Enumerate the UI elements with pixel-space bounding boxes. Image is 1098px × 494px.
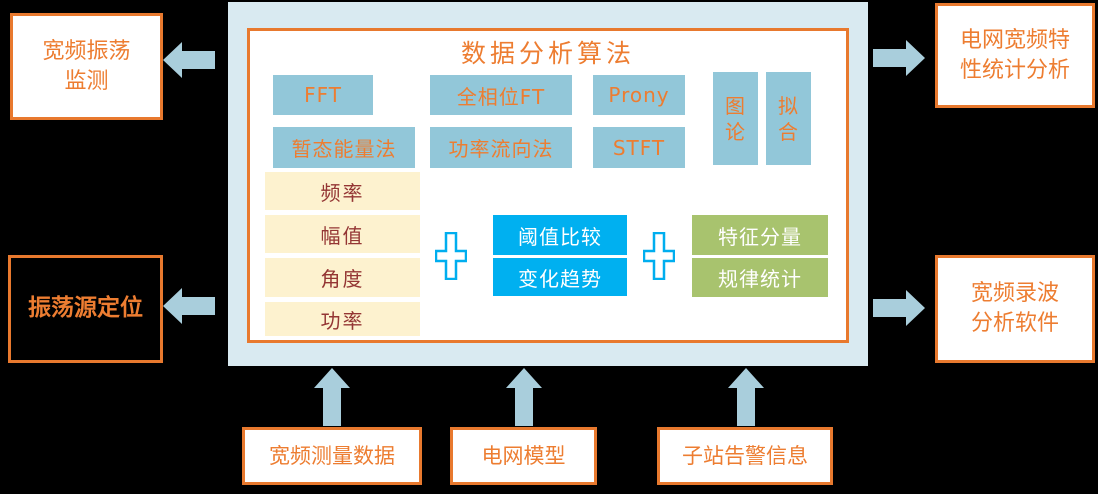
input-substation-alarm-info: 子站告警信息	[657, 427, 833, 485]
algo-box-stft: STFT	[593, 127, 685, 168]
arrow-left-icon	[163, 42, 215, 78]
arrow-right-icon	[873, 290, 925, 326]
step-change-trend: 变化趋势	[493, 258, 627, 296]
output-label: 宽频录波分析软件	[970, 281, 1059, 336]
quantity-frequency: 频率	[265, 172, 420, 210]
arrow-up-icon	[314, 368, 350, 426]
algo-box-apfft: 全相位FT	[430, 75, 572, 115]
step-threshold-compare: 阈值比较	[493, 215, 627, 255]
quantity-amplitude: 幅值	[265, 215, 420, 253]
arrow-right-icon	[873, 40, 925, 76]
algo-box-fft: FFT	[273, 75, 373, 115]
arrow-up-icon	[728, 368, 764, 426]
input-label: 电网模型	[481, 443, 566, 468]
output-wideband-oscillation-monitoring: 宽频振荡监测	[10, 13, 163, 120]
plus-icon	[643, 232, 675, 280]
arrow-up-icon	[506, 368, 542, 426]
output-wideband-recording-software: 宽频录波分析软件	[935, 255, 1095, 363]
arrow-left-icon	[163, 288, 215, 324]
quantity-power: 功率	[265, 302, 420, 336]
algo-box-graph-theory: 图论	[713, 72, 758, 165]
input-label: 宽频测量数据	[269, 443, 395, 468]
quantity-angle: 角度	[265, 258, 420, 297]
algo-box-graph-theory-label: 图论	[725, 93, 746, 144]
panel-title: 数据分析算法	[460, 39, 635, 68]
algo-box-prony: Prony	[593, 75, 685, 115]
output-label: 振荡源定位	[28, 295, 143, 322]
plus-icon	[435, 232, 467, 280]
output-grid-wideband-statistics: 电网宽频特性统计分析	[935, 3, 1095, 108]
step-feature-component: 特征分量	[692, 215, 828, 255]
output-label: 宽频振荡监测	[42, 38, 131, 94]
input-label: 子站告警信息	[682, 443, 808, 468]
algo-box-transient-energy: 暂态能量法	[273, 127, 415, 168]
algo-box-fitting-label: 拟合	[778, 93, 799, 144]
input-wideband-measurement-data: 宽频测量数据	[242, 427, 422, 485]
algo-box-fitting: 拟合	[766, 72, 811, 165]
input-grid-model: 电网模型	[450, 427, 597, 485]
output-oscillation-source-location: 振荡源定位	[8, 255, 163, 363]
algo-box-power-flow: 功率流向法	[430, 127, 572, 168]
output-label: 电网宽频特性统计分析	[959, 27, 1070, 83]
step-pattern-statistics: 规律统计	[692, 258, 828, 297]
